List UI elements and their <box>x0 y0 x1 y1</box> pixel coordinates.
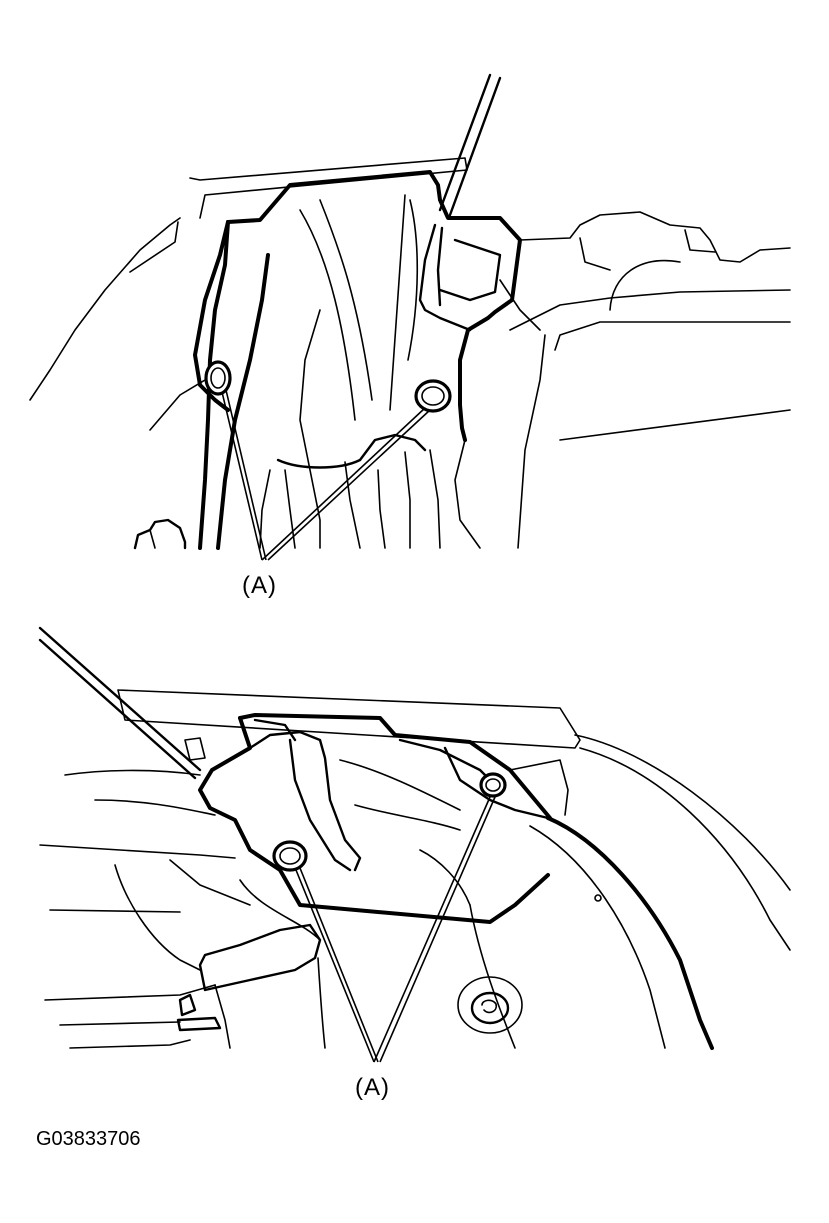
bottom-view-small-hole <box>594 894 602 902</box>
bottom-view-body-panel <box>39 689 791 1050</box>
callout-label-a-bottom: (A) <box>355 1074 390 1101</box>
bottom-view-leaders <box>295 796 496 1063</box>
callout-label-a-top: (A) <box>242 572 277 599</box>
bottom-view-hole-right <box>479 772 507 798</box>
top-view-bracket <box>193 170 522 550</box>
top-view-leaders <box>221 389 431 561</box>
top-view-tool-rod <box>438 73 502 217</box>
top-view-body-panel <box>29 157 791 549</box>
bottom-view-hole-left <box>272 840 308 872</box>
top-view-hole-right <box>414 379 452 413</box>
bottom-view-nut <box>457 976 523 1034</box>
bottom-view-tool-rod <box>38 626 202 780</box>
top-view-bolt <box>133 518 187 550</box>
top-view <box>29 73 791 561</box>
bottom-view <box>38 626 791 1063</box>
figure-code: G03833706 <box>36 1128 141 1150</box>
top-view-hole-left <box>204 360 232 396</box>
bottom-view-bracket <box>198 713 569 924</box>
